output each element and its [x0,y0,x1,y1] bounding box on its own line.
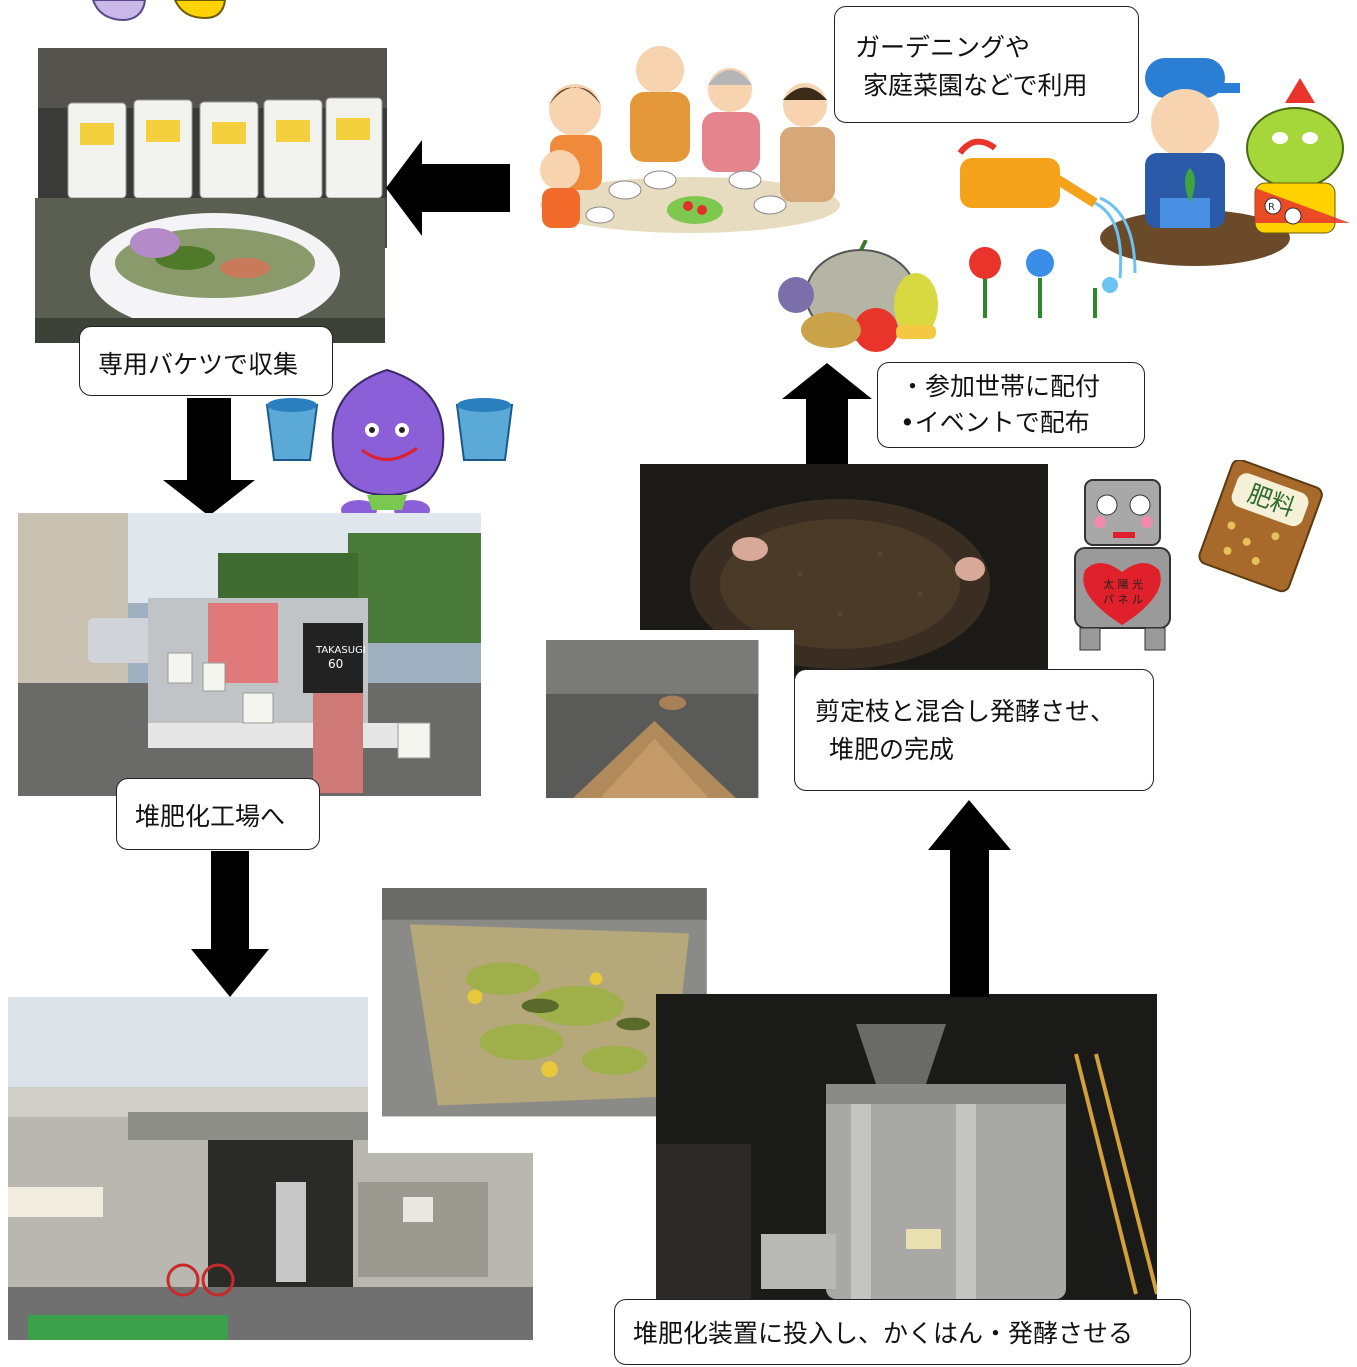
step-process-label: 堆肥化装置に投入し、かくはん・発酵させる [614,1299,1191,1365]
arrow-up-right-mid [782,363,872,466]
distribute-line2: •イベントで配布 [900,408,1090,437]
shirt-text-2: 60 [328,657,343,671]
garden-label-line1: ガーデニングや [855,33,1031,62]
arrow-down-2 [191,851,269,997]
step-garden-label: ガーデニングや 家庭菜園などで利用 [834,6,1139,123]
step-collect-label: 専用バケツで収集 [79,326,333,396]
mixing-pruned-branches-photo [534,630,794,826]
robot-heart-line1: 太 陽 光 [1103,577,1143,591]
robot-heart-line2: パ ネ ル [1103,593,1143,606]
step-transport-label: 堆肥化工場へ [116,778,320,850]
vegetables-illustration [766,239,951,355]
arrow-down-1 [163,398,255,516]
arrow-left-top [386,140,511,236]
garden-label-line2: 家庭菜園などで利用 [863,71,1088,100]
mascot-with-buckets [262,360,517,525]
step-distribute-label: ・参加世帯に配付 •イベントで配布 [877,362,1145,448]
robot-with-fertilizer-illustration: 太 陽 光 パ ネ ル 肥料 [1055,458,1325,655]
step-ferment-label: 剪定枝と混合し発酵させ、 堆肥の完成 [794,669,1154,791]
ferment-line2: 堆肥の完成 [829,735,955,764]
shirt-text-1: TAKASUGI [315,645,366,656]
collection-truck-photo: TAKASUGI 60 [18,513,481,796]
arrow-up-right-bottom [928,800,1011,997]
ferment-line1: 剪定枝と混合し発酵させ、 [815,697,1116,726]
gardening-illustration: R [955,48,1355,328]
food-scraps-bag-photo [35,198,385,343]
composting-machine-photo [656,994,1157,1299]
mascot-partial-top [85,0,235,22]
mascot-badge-text: R [1268,202,1275,213]
distribute-line1: ・参加世帯に配付 [900,372,1101,401]
family-meal-illustration [530,30,850,235]
